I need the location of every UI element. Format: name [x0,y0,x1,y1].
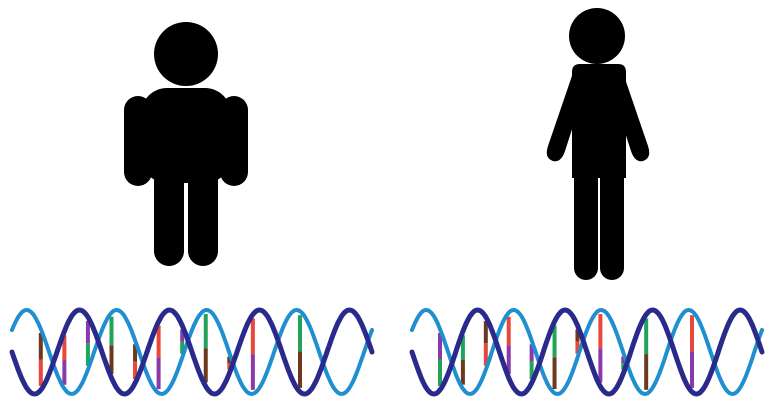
child-torso [141,88,231,183]
base-pairs [440,314,692,390]
adult-figure-icon [547,8,649,280]
adult-right-leg [600,160,624,280]
child-right-leg [188,160,218,266]
child-right-arm [220,96,248,186]
child-left-leg [154,160,184,266]
adult-head [569,8,625,64]
base-pairs [41,314,300,390]
dna-helix-right-icon [412,310,762,394]
adult-left-leg [574,160,598,280]
child-left-arm [124,96,152,186]
child-head [154,22,218,86]
child-figure-icon [124,22,248,266]
dna-helix-left-icon [12,310,372,394]
